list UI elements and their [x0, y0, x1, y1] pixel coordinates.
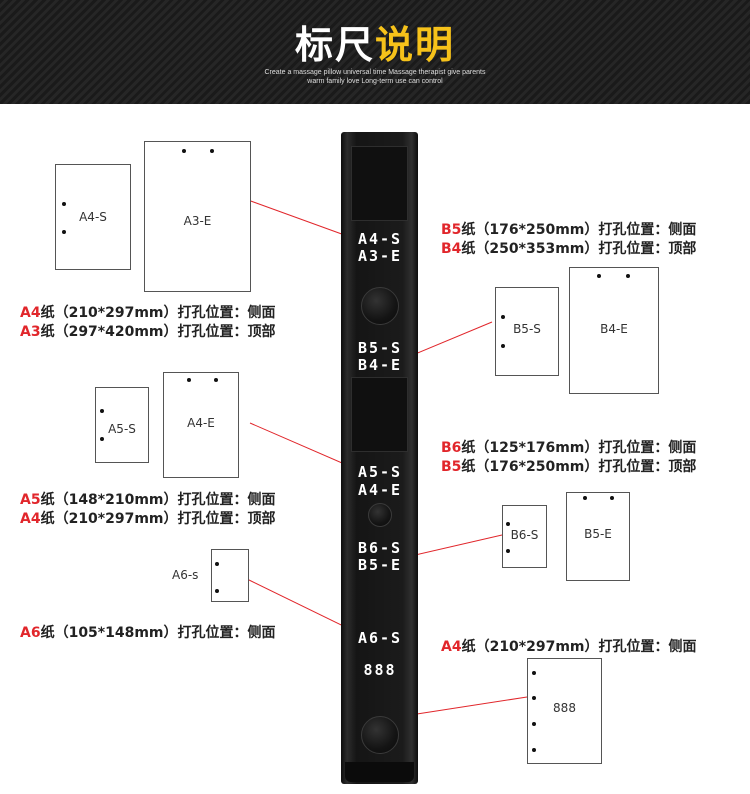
punch-hole — [62, 202, 66, 206]
ruler-label-888: 888 — [363, 661, 397, 679]
sheet-a4-side: A4-S — [55, 164, 131, 270]
sheet-label: B5-S — [513, 322, 541, 336]
sheet-b5-edge: B5-E — [566, 492, 630, 581]
sheet-label: A3-E — [183, 214, 212, 228]
sheet-a6-side — [211, 549, 249, 602]
punch-hole — [215, 589, 219, 593]
sheet-b6-side: B6-S — [502, 505, 547, 568]
ruler-label-b6-s: B6-S — [357, 539, 403, 557]
punch-hole — [532, 748, 536, 752]
ruler-label-a3-e: A3-E — [357, 247, 403, 265]
punch-hole — [532, 696, 536, 700]
ruler-foot — [345, 762, 414, 782]
spec-a4-top: A4纸（210*297mm）打孔位置：顶部 — [20, 511, 276, 527]
punch-hole — [506, 522, 510, 526]
sheet-label: A4-S — [79, 210, 107, 224]
pointer-line-888 — [403, 696, 528, 717]
ruler-hole — [361, 287, 399, 325]
punch-hole — [187, 378, 191, 382]
spec-a4-side: A4纸（210*297mm）打孔位置：侧面 — [20, 305, 276, 321]
binder-ruler — [341, 132, 418, 784]
ruler-label-a4-e: A4-E — [357, 481, 403, 499]
sheet-label: A5-S — [108, 422, 136, 436]
punch-hole — [597, 274, 601, 278]
sheet-label: B4-E — [600, 322, 628, 336]
punch-hole — [583, 496, 587, 500]
sheet-a5-side: A5-S — [95, 387, 149, 463]
punch-hole — [626, 274, 630, 278]
ruler-channel-mid — [351, 377, 408, 452]
sheet-label: A4-E — [187, 416, 215, 430]
header-banner: 标尺说明 Create a massage pillow universal t… — [0, 0, 750, 104]
ruler-label-a6-s: A6-S — [357, 629, 403, 647]
sheet-label: 888 — [553, 701, 576, 715]
spec-a3-top: A3纸（297*420mm）打孔位置：顶部 — [20, 324, 276, 340]
punch-hole — [100, 409, 104, 413]
punch-hole — [215, 562, 219, 566]
title-white: 标尺 — [294, 23, 375, 67]
punch-hole — [532, 671, 536, 675]
sheet-label: B6-S — [510, 528, 539, 542]
page-title: 标尺说明 — [0, 14, 750, 69]
ruler-label-b5-e: B5-E — [357, 556, 403, 574]
punch-hole — [182, 149, 186, 153]
ruler-label-b4-e: B4-E — [357, 356, 403, 374]
punch-hole — [532, 722, 536, 726]
punch-hole — [501, 315, 505, 319]
spec-b6-side: B6纸（125*176mm）打孔位置：侧面 — [441, 440, 697, 456]
sheet-b5-side: B5-S — [495, 287, 559, 376]
punch-hole — [610, 496, 614, 500]
punch-hole — [506, 549, 510, 553]
header-subtitle: Create a massage pillow universal time M… — [0, 68, 750, 86]
sheet-a3-edge: A3-E — [144, 141, 251, 292]
spec-a4-side-888: A4纸（210*297mm）打孔位置：侧面 — [441, 639, 697, 655]
sheet-b4-edge: B4-E — [569, 267, 659, 394]
subtitle-line-1: Create a massage pillow universal time M… — [264, 69, 486, 76]
punch-hole — [62, 230, 66, 234]
sheet-a4-edge: A4-E — [163, 372, 239, 478]
ruler-label-b5-s: B5-S — [357, 339, 403, 357]
sheet-label: B5-E — [584, 527, 612, 541]
ruler-hole — [368, 503, 392, 527]
punch-hole — [210, 149, 214, 153]
spec-b5-side: B5纸（176*250mm）打孔位置：侧面 — [441, 222, 697, 238]
subtitle-line-2: warm family love Long-term use can contr… — [307, 78, 443, 85]
punch-hole — [100, 437, 104, 441]
ruler-label-a4-s: A4-S — [357, 230, 403, 248]
ruler-label-a5-s: A5-S — [357, 463, 403, 481]
spec-a6-side: A6纸（105*148mm）打孔位置：侧面 — [20, 625, 276, 641]
spec-a5-side: A5纸（148*210mm）打孔位置：侧面 — [20, 492, 276, 508]
ruler-channel-top — [351, 146, 408, 221]
punch-hole — [214, 378, 218, 382]
spec-b5-top: B5纸（176*250mm）打孔位置：顶部 — [441, 459, 697, 475]
sheet-a4-side-888: 888 — [527, 658, 602, 764]
punch-hole — [501, 344, 505, 348]
spec-b4-top: B4纸（250*353mm）打孔位置：顶部 — [441, 241, 697, 257]
ruler-hole — [361, 716, 399, 754]
sheet-a6-label-outside: A6-s — [172, 568, 199, 582]
title-yellow: 说明 — [375, 23, 456, 67]
